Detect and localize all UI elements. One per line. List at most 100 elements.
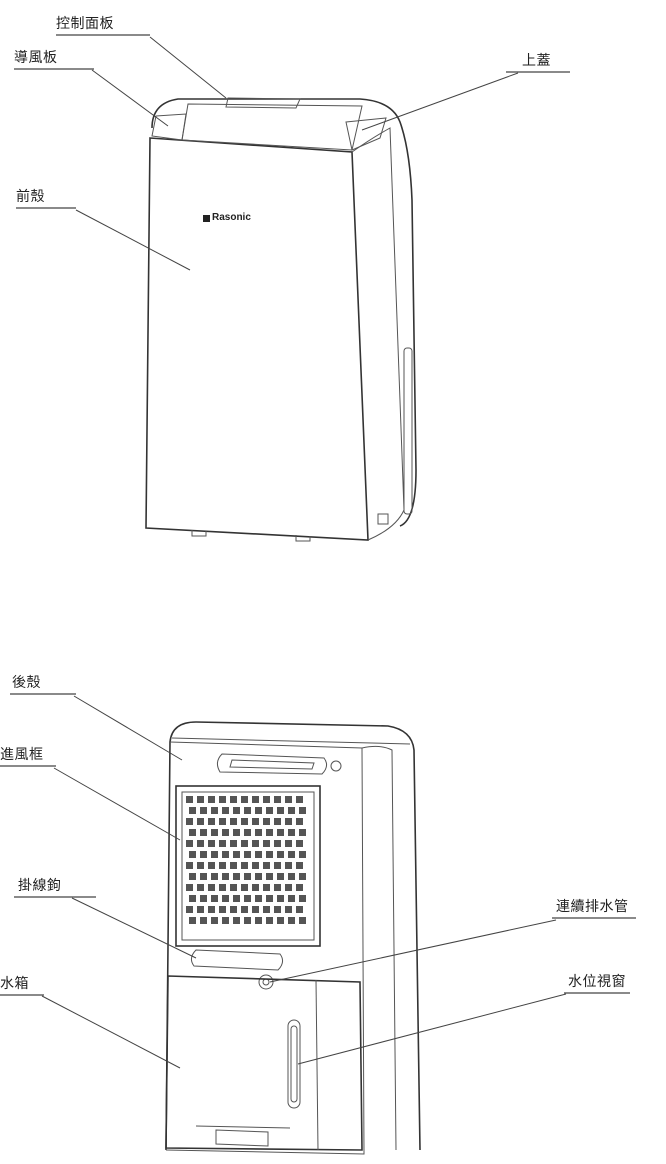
grille-cell bbox=[277, 895, 284, 902]
label-control-panel: 控制面板 bbox=[56, 16, 114, 32]
grille-cell bbox=[230, 840, 237, 847]
leader-control-panel bbox=[149, 36, 227, 99]
grille-cell bbox=[263, 840, 270, 847]
grille-cell bbox=[233, 807, 240, 814]
grille-cell bbox=[189, 895, 196, 902]
grille-cell bbox=[219, 796, 226, 803]
grille-cell bbox=[255, 873, 262, 880]
grille-cell bbox=[277, 807, 284, 814]
grille-cell bbox=[299, 917, 306, 924]
grille-cell bbox=[222, 807, 229, 814]
grille-cell bbox=[230, 796, 237, 803]
grille-cell bbox=[274, 862, 281, 869]
grille-cell bbox=[274, 906, 281, 913]
grille-cell bbox=[277, 873, 284, 880]
grille-cell bbox=[211, 807, 218, 814]
side-slot bbox=[403, 347, 413, 515]
rear-handle-inner bbox=[229, 759, 315, 770]
grille-cell bbox=[244, 895, 251, 902]
grille-cell bbox=[244, 829, 251, 836]
grille-cell bbox=[296, 884, 303, 891]
tank-bottom-grip bbox=[215, 1129, 269, 1147]
grille-cell bbox=[197, 884, 204, 891]
grille-cell bbox=[299, 873, 306, 880]
grille-cell bbox=[233, 917, 240, 924]
grille-cell bbox=[285, 796, 292, 803]
grille-cell bbox=[197, 796, 204, 803]
front-feet bbox=[191, 530, 311, 542]
grille-cell bbox=[255, 851, 262, 858]
grille-cell bbox=[241, 906, 248, 913]
grille-cell bbox=[266, 829, 273, 836]
grille-cell bbox=[189, 851, 196, 858]
label-water-level-window: 水位視窗 bbox=[568, 974, 626, 990]
grille-cell bbox=[274, 884, 281, 891]
grille-cell bbox=[299, 829, 306, 836]
grille-cell bbox=[189, 917, 196, 924]
grille-cell bbox=[288, 807, 295, 814]
grille-cell bbox=[288, 895, 295, 902]
front-top-cover-outline bbox=[151, 98, 417, 527]
grille-cell bbox=[211, 917, 218, 924]
grille-cell bbox=[211, 851, 218, 858]
grille-cell bbox=[255, 807, 262, 814]
grille-cell bbox=[233, 851, 240, 858]
grille-cell bbox=[208, 840, 215, 847]
grille-cell bbox=[230, 862, 237, 869]
grille-cell bbox=[277, 851, 284, 858]
grille-cell bbox=[186, 906, 193, 913]
grille-cell bbox=[299, 851, 306, 858]
grille-cell bbox=[222, 829, 229, 836]
grille-cell bbox=[263, 796, 270, 803]
label-air-inlet-frame: 進風框 bbox=[0, 747, 44, 763]
grille-cell bbox=[219, 840, 226, 847]
grille-cell bbox=[288, 851, 295, 858]
grille-cell bbox=[233, 829, 240, 836]
air-inlet-grille bbox=[186, 796, 306, 924]
grille-cell bbox=[296, 796, 303, 803]
grille-cell bbox=[230, 818, 237, 825]
grille-cell bbox=[255, 895, 262, 902]
grille-cell bbox=[285, 818, 292, 825]
grille-cell bbox=[252, 796, 259, 803]
label-air-deflector: 導風板 bbox=[14, 50, 58, 66]
grille-cell bbox=[200, 895, 207, 902]
rear-top-rim bbox=[171, 737, 411, 745]
grille-cell bbox=[266, 895, 273, 902]
grille-cell bbox=[230, 906, 237, 913]
grille-cell bbox=[233, 895, 240, 902]
grille-cell bbox=[197, 906, 204, 913]
label-cord-hook: 掛線鉤 bbox=[18, 878, 62, 894]
grille-cell bbox=[200, 829, 207, 836]
rear-outline bbox=[165, 721, 421, 1151]
grille-cell bbox=[211, 829, 218, 836]
grille-cell bbox=[296, 840, 303, 847]
grille-cell bbox=[266, 873, 273, 880]
grille-cell bbox=[208, 906, 215, 913]
grille-cell bbox=[211, 873, 218, 880]
grille-cell bbox=[244, 851, 251, 858]
grille-cell bbox=[252, 884, 259, 891]
grille-cell bbox=[186, 862, 193, 869]
label-front-shell: 前殼 bbox=[16, 189, 45, 205]
grille-cell bbox=[197, 840, 204, 847]
leader-water-tank bbox=[41, 995, 181, 1069]
grille-cell bbox=[219, 818, 226, 825]
grille-cell bbox=[274, 796, 281, 803]
grille-cell bbox=[244, 917, 251, 924]
top-cover-shape bbox=[345, 117, 387, 151]
grille-cell bbox=[299, 807, 306, 814]
control-panel-shape bbox=[181, 103, 363, 151]
grille-cell bbox=[296, 818, 303, 825]
grille-cell bbox=[252, 862, 259, 869]
grille-cell bbox=[189, 807, 196, 814]
rear-unit-drawing bbox=[165, 721, 421, 1155]
rear-shell-face bbox=[165, 741, 365, 1155]
grille-cell bbox=[274, 840, 281, 847]
grille-cell bbox=[285, 862, 292, 869]
grille-cell bbox=[208, 796, 215, 803]
grille-cell bbox=[222, 873, 229, 880]
water-tank-shape bbox=[165, 975, 363, 1151]
control-panel-inner bbox=[225, 97, 301, 109]
